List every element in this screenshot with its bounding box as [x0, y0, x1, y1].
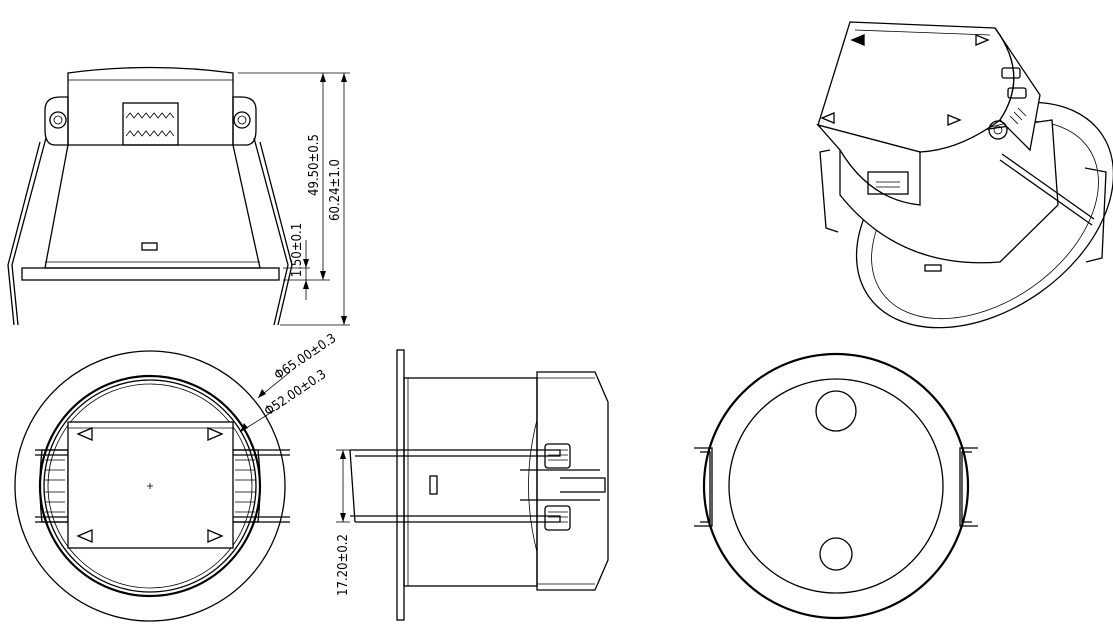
- dimension-outer-diameter: Φ65.00±0.3: [272, 331, 339, 383]
- bottom-view: Φ65.00±0.3 Φ52.00±0.3: [14, 331, 339, 622]
- side-view: 17.20±0.2: [336, 349, 609, 621]
- dimension-cutout-diameter: Φ52.00±0.3: [262, 367, 329, 419]
- dimension-overall-height: 60.24±1.0: [328, 159, 343, 221]
- isometric-view: [816, 21, 1113, 329]
- top-view: [694, 352, 978, 620]
- dimension-spring-span: 17.20±0.2: [336, 534, 351, 596]
- dimension-flange-thickness: 1.50±0.1: [290, 223, 305, 277]
- dimension-body-height: 49.50±0.5: [307, 134, 322, 196]
- front-elevation-view: 1.50±0.1 49.50±0.5 60.24±1.0: [7, 66, 350, 326]
